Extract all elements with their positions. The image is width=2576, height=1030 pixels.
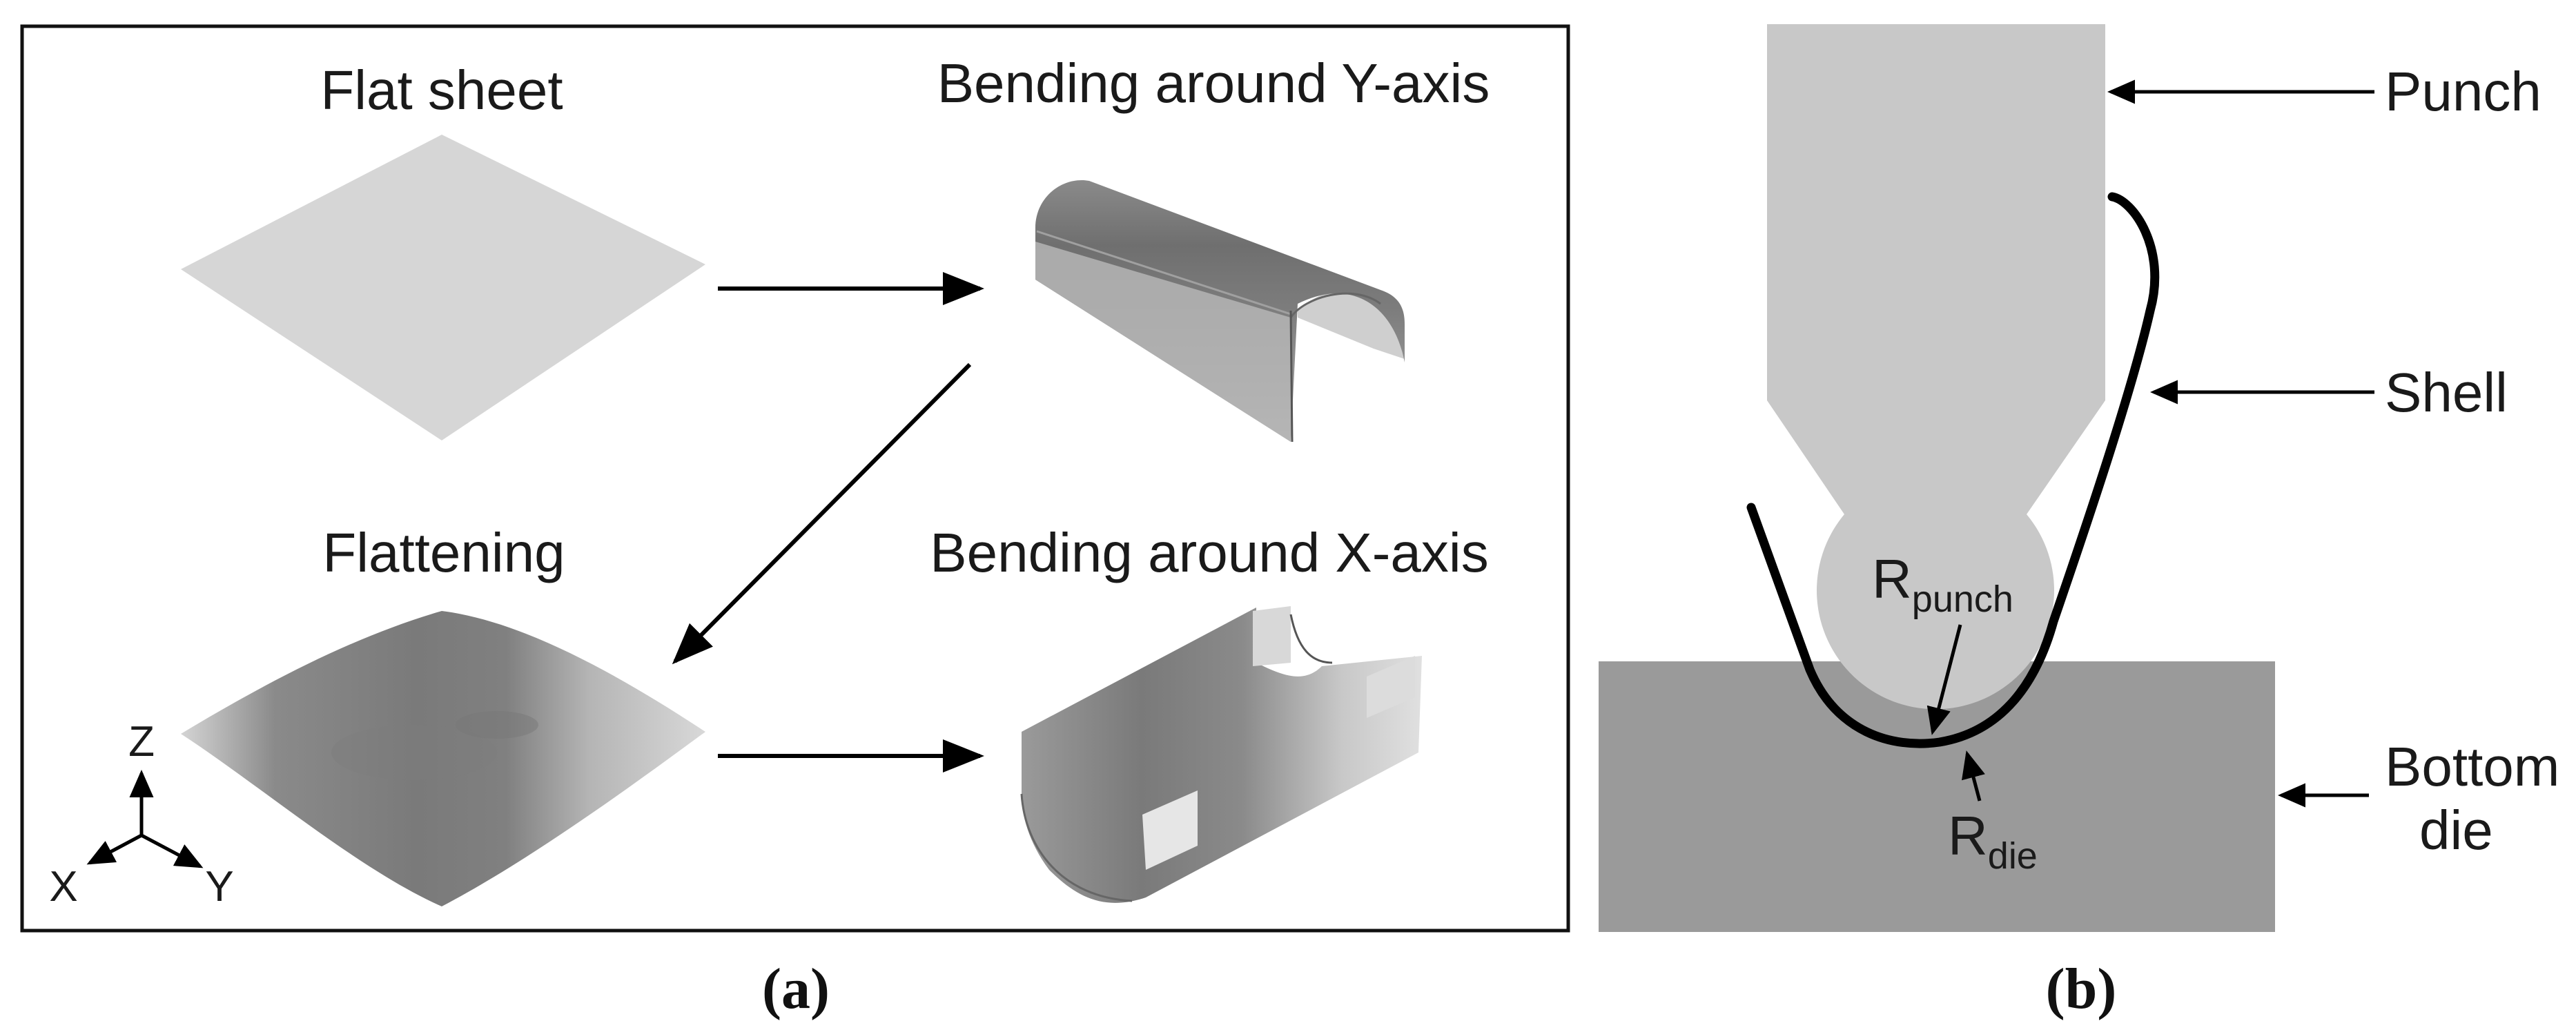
axis-label-y: Y: [205, 863, 233, 911]
r-punch-label: Rpunch: [1872, 548, 2013, 620]
axis-label-z: Z: [128, 718, 155, 766]
shell: [1746, 192, 2160, 748]
shell-label: Shell: [2385, 362, 2508, 423]
r-die-subscript: die: [1988, 835, 2038, 877]
flattening-shape: [181, 611, 705, 906]
bending-x-title: Bending around X-axis: [930, 522, 1488, 583]
r-punch-subscript: punch: [1912, 579, 2013, 620]
punch-label: Punch: [2385, 61, 2541, 122]
r-die-label: Rdie: [1948, 805, 2038, 877]
bottom-die-label-line2: die: [2419, 799, 2493, 861]
flat-sheet-shape: [181, 135, 705, 440]
bending-x-shape: [1020, 606, 1422, 903]
r-punch-arrow: [1926, 624, 1962, 735]
flattening-title: Flattening: [322, 522, 565, 583]
bottom-die-label: Bottom die: [2385, 736, 2575, 861]
axis-label-x: X: [49, 863, 77, 911]
r-punch-main: R: [1872, 548, 1912, 610]
panel-a-caption: (a): [762, 957, 830, 1021]
bending-y-title: Bending around Y-axis: [937, 52, 1490, 114]
r-die-arrow: [1962, 750, 1985, 801]
flat-sheet-title: Flat sheet: [320, 59, 563, 121]
punch: [1767, 24, 2105, 710]
coordinate-axes: Z X Y: [49, 718, 233, 911]
panel-b: Rpunch Rdie Punch Shell Bottom die (b): [1599, 24, 2575, 1021]
arrow-bend-y-to-flatten: [672, 362, 972, 665]
r-die-main: R: [1948, 805, 1988, 866]
bending-y-shape: [1035, 179, 1405, 443]
panel-a: Flat sheet Bending around Y-axis Flatten…: [20, 24, 1570, 1021]
panel-b-caption: (b): [2046, 957, 2117, 1021]
bottom-die-label-line1: Bottom: [2385, 736, 2559, 797]
